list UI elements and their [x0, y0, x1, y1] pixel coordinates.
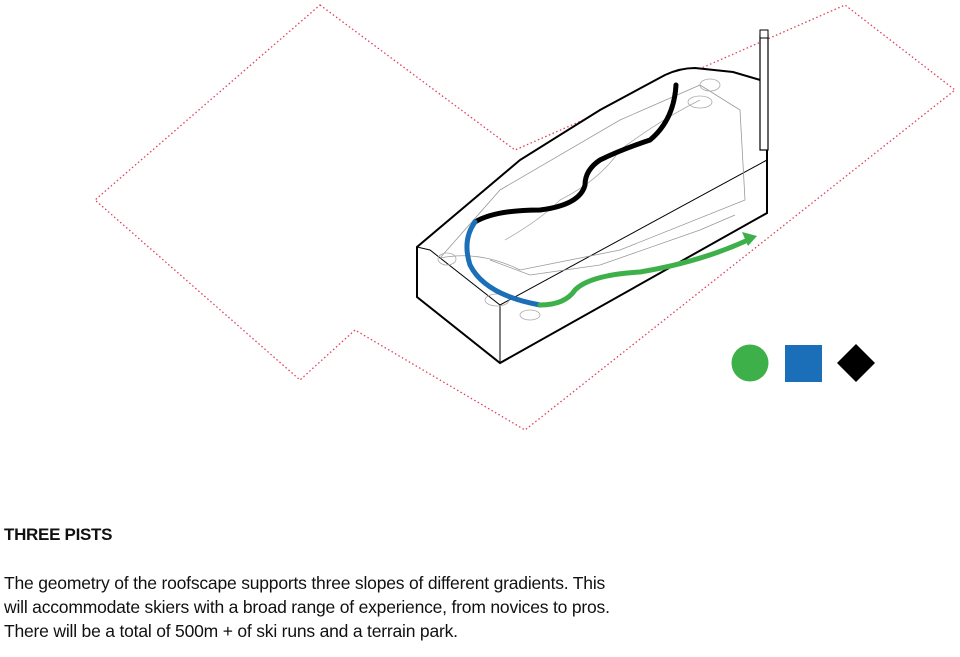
description-line: The geometry of the roofscape supports t… [4, 573, 606, 593]
black-piste-route [472, 82, 679, 225]
section-title: THREE PISTS [4, 525, 113, 544]
site-boundary [94, 4, 957, 431]
description: The geometry of the roofscape supports t… [4, 571, 610, 643]
description-line: will accommodate skiers with a broad ran… [4, 597, 610, 617]
description-line: There will be a total of 500m + of ski r… [4, 621, 458, 641]
green-arrow-head [742, 232, 757, 246]
blue-piste-route [464, 219, 543, 308]
black-diamond-icon [837, 344, 875, 382]
blue-square-icon [785, 345, 822, 382]
building [416, 29, 769, 365]
green-circle-icon [731, 344, 769, 382]
roofscape-diagram [94, 4, 957, 431]
green-piste-route [537, 237, 751, 308]
